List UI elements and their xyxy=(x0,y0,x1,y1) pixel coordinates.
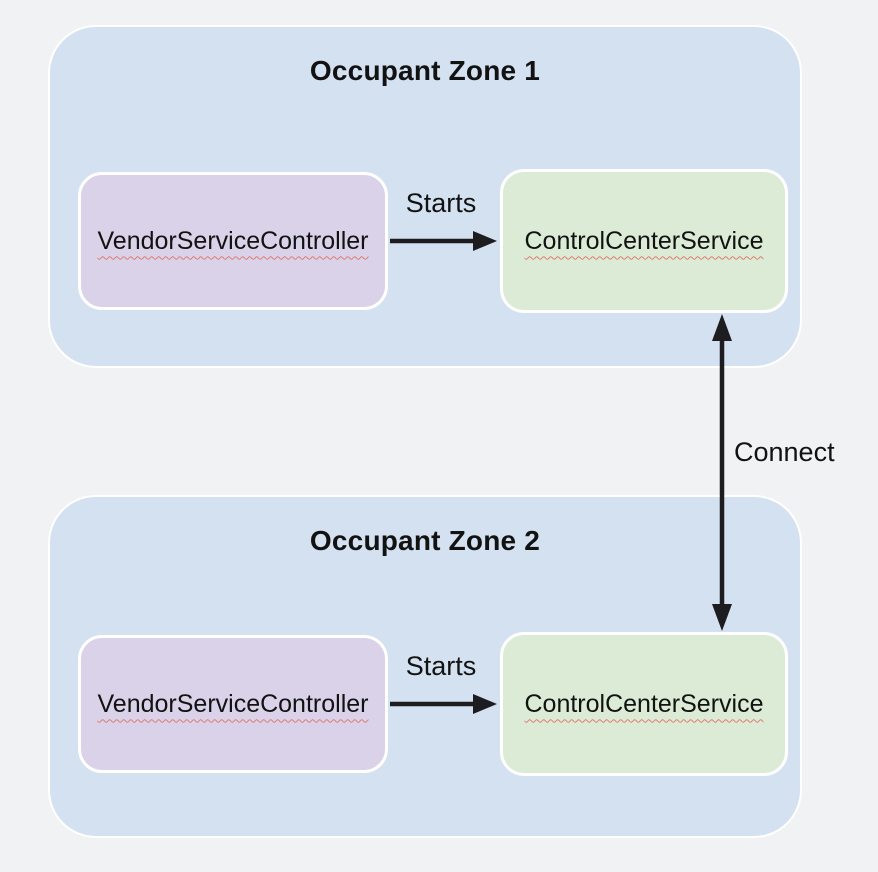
node-label: VendorServiceController xyxy=(97,226,369,255)
node-label: ControlCenterService xyxy=(524,226,764,255)
node-label: ControlCenterService xyxy=(524,689,764,718)
connect-edge-label: Connect xyxy=(734,437,835,467)
zone-2-title: Occupant Zone 2 xyxy=(309,525,541,556)
starts-edge-label-zone2: Starts xyxy=(405,651,477,681)
zone-1-title: Occupant Zone 1 xyxy=(309,55,541,86)
node-vendor-service-controller-zone2: VendorServiceController xyxy=(78,635,388,773)
node-control-center-service-zone1: ControlCenterService xyxy=(500,169,788,313)
node-control-center-service-zone2: ControlCenterService xyxy=(500,632,788,776)
node-vendor-service-controller-zone1: VendorServiceController xyxy=(78,172,388,310)
starts-edge-label-zone1: Starts xyxy=(405,188,477,218)
node-label: VendorServiceController xyxy=(97,689,369,718)
